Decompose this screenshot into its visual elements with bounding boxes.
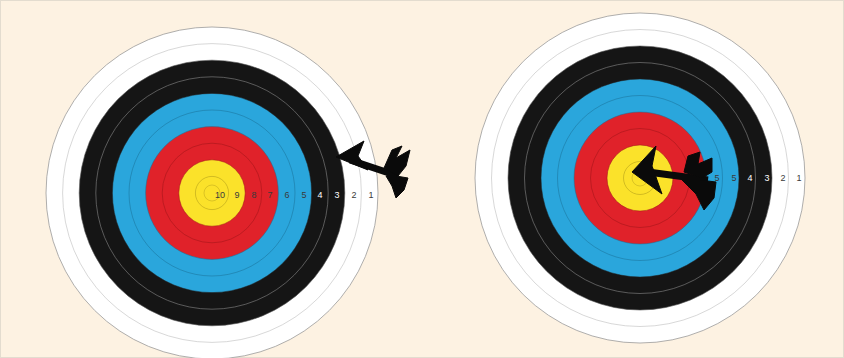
ring-score: 9 [234,190,239,200]
ring-score: 1 [796,173,801,183]
ring [46,27,378,358]
ring-score: 8 [251,190,256,200]
arrow-fletching [684,152,712,178]
ring [558,96,723,261]
ring [112,93,311,292]
ring-score: 3 [334,190,339,200]
ring [129,110,295,276]
ring [492,30,789,327]
ring-score: 5 [301,190,306,200]
ring [96,77,328,309]
ring [79,60,345,326]
ring [162,143,262,243]
ring [508,46,772,310]
ring-score: 1 [368,190,373,200]
ring-score: 2 [351,190,356,200]
ring-score: 5 [731,173,736,183]
ring-score: 7 [267,190,272,200]
ring-score: 3 [764,173,769,183]
ring-score: 6 [284,190,289,200]
arrow-fletching [384,146,410,176]
arrow-head [632,146,662,194]
ring [541,79,739,277]
ring-score: 2 [780,173,785,183]
ring [475,13,805,343]
right-target [475,13,805,343]
ring-score: 10 [215,190,225,200]
left-arrow [336,141,410,198]
ring [179,160,245,226]
arrow-head [336,141,368,170]
ring-score: 4 [317,190,322,200]
right-arrow [632,146,716,210]
ring [195,176,228,209]
ring-score: 4 [747,173,752,183]
left-target [46,27,378,358]
arrow-fletching [386,176,408,198]
ring [525,63,756,294]
arrow-fletching [682,180,716,210]
ring [63,44,362,343]
ring-score: 5 [714,173,719,183]
ring [607,145,673,211]
ring [146,127,279,260]
